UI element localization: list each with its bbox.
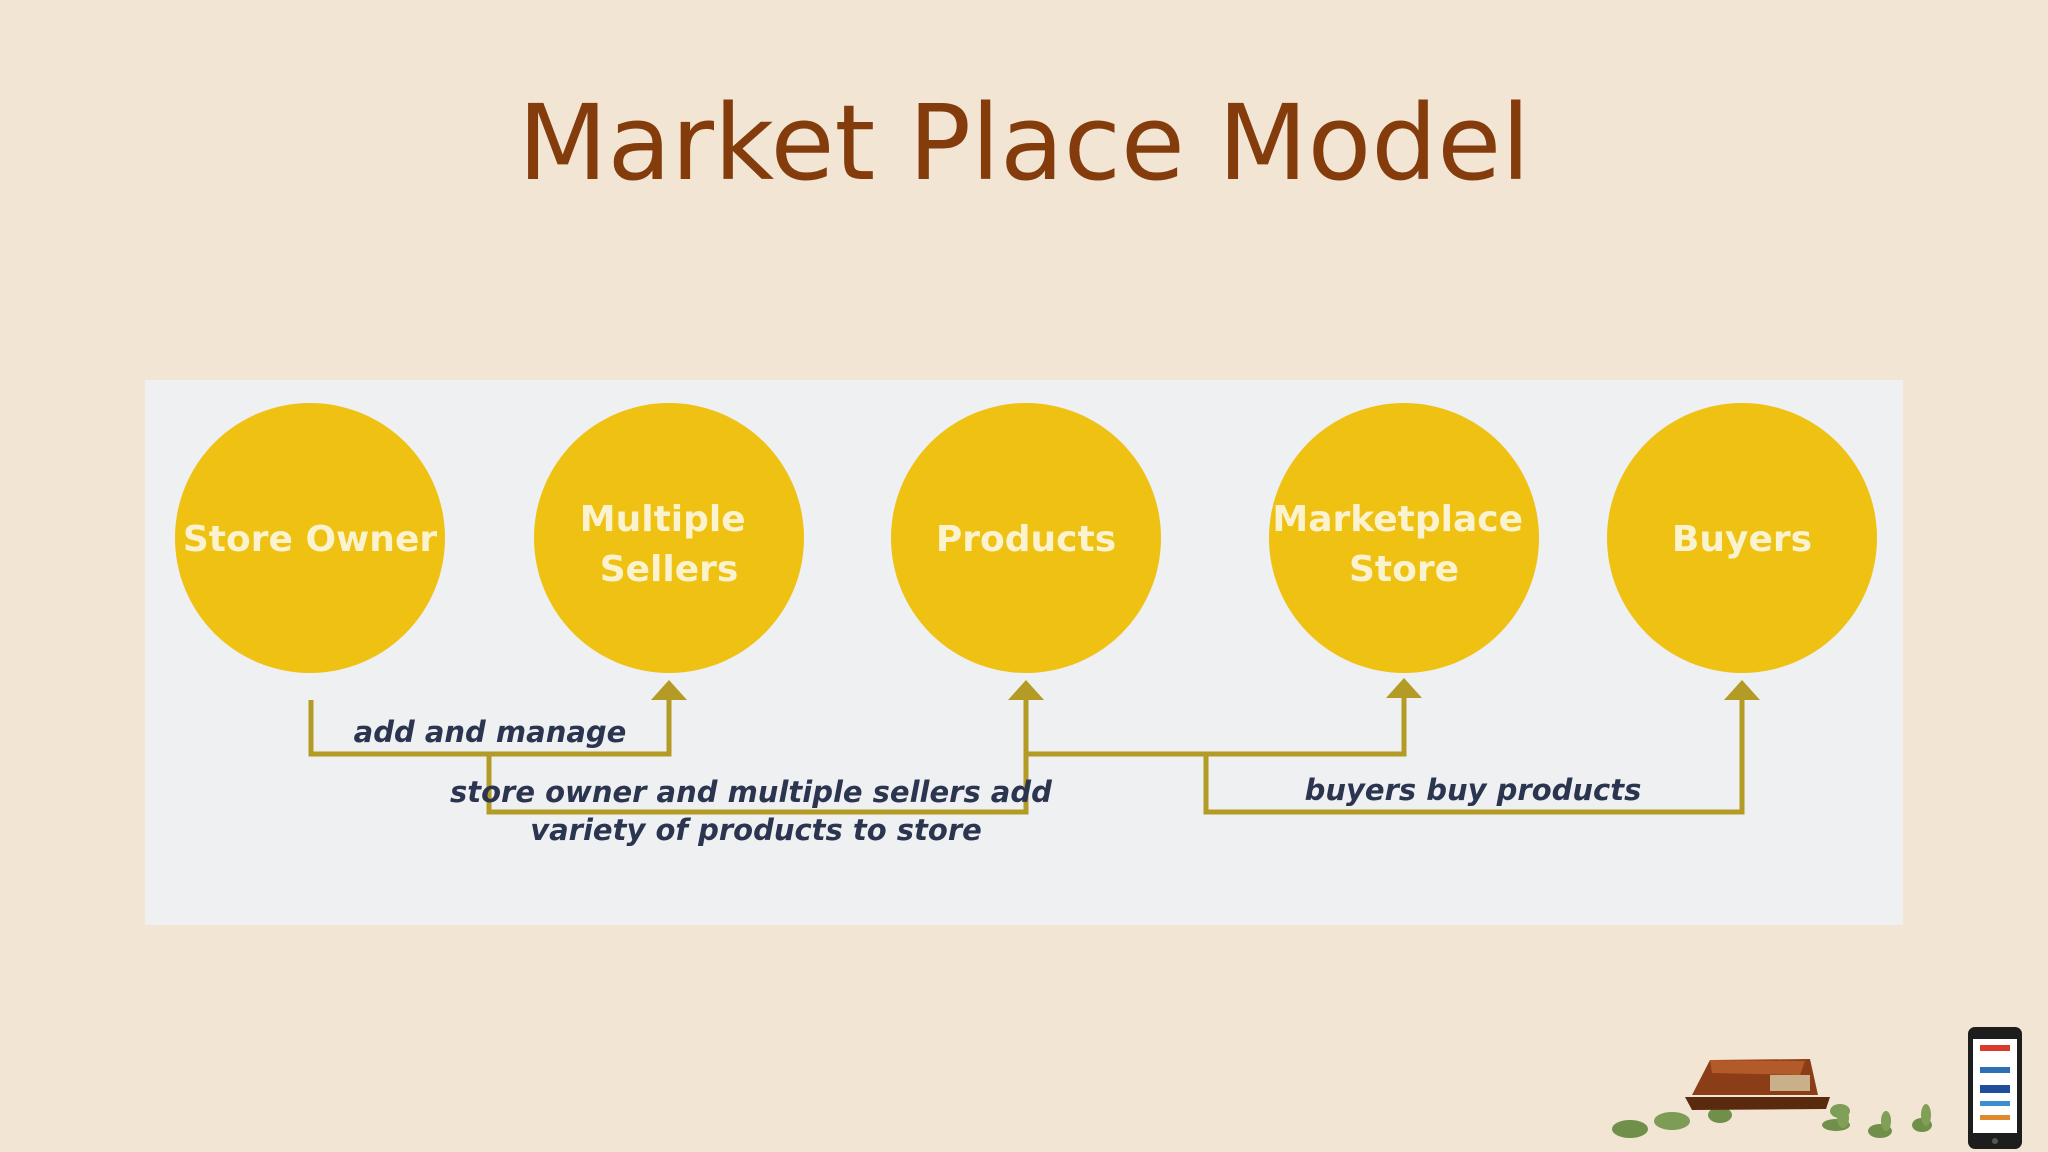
edge-label-buyers: buyers buy products xyxy=(1305,773,1642,807)
node-label-line: Store Owner xyxy=(183,519,437,560)
svg-text:Buyers: Buyers xyxy=(1672,519,1812,560)
node-buyers: Buyers xyxy=(1607,403,1877,673)
svg-text:Store Owner: Store Owner xyxy=(183,519,437,560)
edge-label-line: add and manage xyxy=(354,715,627,749)
node-circle xyxy=(1607,403,1877,673)
connector-products-to-buyers xyxy=(1203,698,1745,815)
node-circle xyxy=(891,403,1161,673)
node-circle xyxy=(1269,403,1539,673)
arrowhead-icon xyxy=(1386,678,1422,698)
node-label-line: Sellers xyxy=(600,549,739,590)
connector-products-to-marketplace xyxy=(1026,696,1407,757)
edge-label-products: store owner and multiple sellers add var… xyxy=(450,775,1062,847)
node-label-line: Store xyxy=(1349,549,1459,590)
node-multiple-sellers: Multiple Sellers xyxy=(534,403,804,673)
node-marketplace-store: Marketplace Store xyxy=(1269,403,1539,673)
node-label-line: Multiple xyxy=(580,499,746,540)
edge-label-line: buyers buy products xyxy=(1305,773,1642,807)
marketplace-diagram: Store Owner Multiple Sellers Products Ma… xyxy=(175,403,1877,847)
node-store-owner: Store Owner xyxy=(175,403,445,673)
edge-label-add-and-manage: add and manage xyxy=(354,715,627,749)
edge-label-line: store owner and multiple sellers add xyxy=(450,775,1052,809)
node-circle xyxy=(534,403,804,673)
node-label-line: Marketplace xyxy=(1272,499,1523,540)
node-label-line: Buyers xyxy=(1672,519,1812,560)
corner-illustration xyxy=(1612,1027,2022,1149)
arrowhead-icon xyxy=(651,680,687,700)
wallet-icon xyxy=(1685,1059,1830,1110)
node-label-line: Products xyxy=(936,519,1116,560)
arrowhead-icon xyxy=(1008,680,1044,700)
money-icon xyxy=(1612,1104,1932,1138)
svg-text:Marketplace Store: Marketplace Store xyxy=(1272,499,1535,590)
arrowhead-icon xyxy=(1724,680,1760,700)
edge-label-line: variety of products to store xyxy=(530,813,982,847)
diagram-panel: Store Owner Multiple Sellers Products Ma… xyxy=(145,380,1903,925)
mobile-phone-icon xyxy=(1968,1027,2022,1149)
node-circle xyxy=(175,403,445,673)
node-products: Products xyxy=(891,403,1161,673)
svg-text:Multiple Sellers: Multiple Sellers xyxy=(580,499,758,590)
svg-text:Products: Products xyxy=(936,519,1116,560)
slide-title: Market Place Model xyxy=(517,82,1531,204)
